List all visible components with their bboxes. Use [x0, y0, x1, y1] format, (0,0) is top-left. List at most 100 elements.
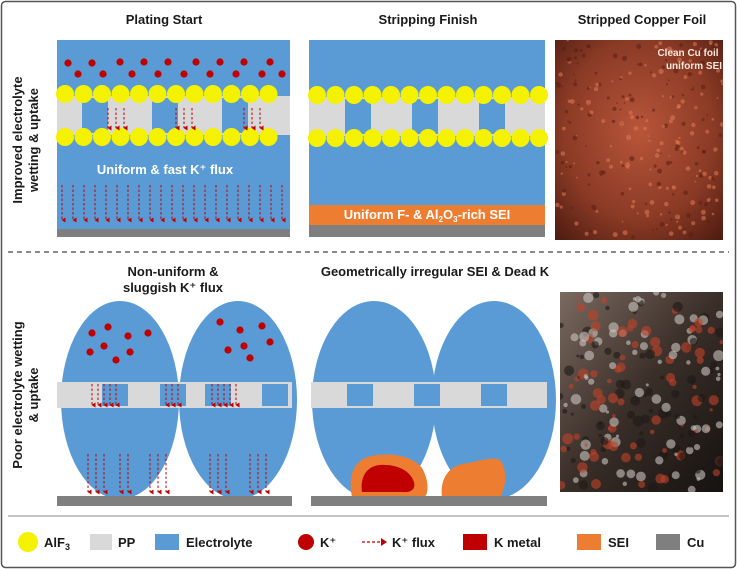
texture-blob — [701, 424, 711, 434]
texture-dot — [593, 86, 599, 92]
texture-dot — [625, 162, 631, 168]
texture-dot — [619, 160, 623, 164]
k-ion — [164, 58, 172, 66]
texture-blob — [688, 444, 692, 448]
k-ion — [88, 59, 96, 67]
texture-dot — [700, 92, 704, 96]
texture-blob — [630, 396, 641, 406]
alf3-particle — [382, 86, 400, 104]
sei-layer — [309, 205, 545, 225]
alf3-particle — [400, 129, 419, 147]
texture-dot — [565, 166, 568, 169]
texture-dot — [573, 73, 575, 76]
texture-blob — [591, 341, 599, 349]
texture-dot — [567, 120, 569, 123]
texture-dot — [560, 151, 566, 156]
texture-dot — [652, 73, 657, 78]
texture-blob — [560, 393, 564, 400]
texture-dot — [668, 211, 671, 214]
k-ion — [144, 329, 152, 337]
texture-blob — [692, 414, 698, 420]
texture-blob — [715, 366, 720, 371]
texture-blob — [634, 387, 645, 398]
texture-dot — [560, 172, 563, 175]
texture-dot — [647, 139, 651, 143]
texture-dot — [594, 71, 598, 75]
legend-k-metal-swatch — [463, 534, 487, 550]
texture-blob — [590, 448, 597, 456]
texture-dot — [568, 121, 572, 124]
texture-dot — [629, 156, 635, 162]
texture-blob — [593, 292, 600, 299]
alf3-particle — [419, 129, 437, 147]
texture-blob — [671, 342, 681, 353]
separator-pore — [347, 384, 373, 406]
alf3-particle — [130, 128, 148, 146]
texture-blob — [666, 439, 676, 449]
texture-blob — [661, 292, 667, 298]
texture-dot — [657, 168, 663, 174]
texture-dot — [555, 82, 562, 88]
texture-dot — [714, 198, 719, 202]
texture-dot — [625, 97, 629, 101]
texture-blob — [661, 402, 671, 412]
alf3-particle — [437, 129, 456, 147]
cu-collector — [57, 496, 292, 506]
texture-dot — [660, 213, 663, 216]
texture-blob — [696, 356, 704, 364]
texture-blob — [648, 408, 653, 413]
texture-dot — [580, 107, 584, 111]
texture-dot — [665, 83, 669, 86]
separator-pore — [412, 99, 438, 134]
texture-dot — [628, 71, 632, 75]
texture-dot — [671, 193, 675, 196]
texture-dot — [630, 204, 635, 209]
texture-blob — [570, 394, 582, 405]
texture-blob — [617, 398, 625, 406]
texture-blob — [690, 425, 697, 431]
texture-dot — [664, 59, 668, 62]
texture-dot — [690, 87, 693, 89]
texture-dot — [638, 62, 643, 67]
texture-dot — [676, 220, 679, 223]
texture-dot — [633, 126, 638, 131]
texture-blob — [604, 347, 612, 355]
texture-dot — [584, 231, 589, 236]
alf3-particle — [363, 86, 382, 104]
texture-blob — [679, 433, 684, 439]
texture-dot — [622, 230, 628, 236]
k-ion — [104, 323, 112, 331]
texture-dot — [674, 147, 679, 152]
texture-blob — [566, 446, 571, 451]
k-ion — [266, 58, 274, 66]
texture-blob — [651, 394, 662, 404]
alf3-particle — [111, 85, 130, 103]
texture-dot — [686, 213, 691, 218]
texture-dot — [609, 145, 613, 148]
texture-dot — [673, 68, 679, 74]
texture-dot — [649, 200, 655, 205]
texture-dot — [656, 148, 660, 153]
texture-dot — [692, 42, 698, 47]
texture-dot — [679, 43, 683, 47]
texture-dot — [561, 191, 566, 196]
texture-blob — [655, 456, 664, 465]
texture-dot — [682, 150, 687, 155]
alf3-particle — [308, 86, 326, 104]
alf3-particle — [222, 128, 241, 146]
texture-blob — [695, 326, 703, 334]
texture-dot — [718, 133, 722, 137]
texture-dot — [619, 121, 624, 126]
k-ion — [206, 70, 214, 78]
photo-label-line2: uniform SEI — [666, 61, 722, 72]
texture-dot — [695, 174, 699, 178]
texture-dot — [669, 161, 673, 164]
texture-dot — [665, 223, 668, 226]
alf3-particle — [474, 129, 493, 147]
texture-blob — [576, 297, 580, 301]
texture-dot — [647, 135, 650, 138]
texture-dot — [688, 232, 694, 238]
texture-dot — [711, 212, 715, 216]
texture-dot — [636, 44, 642, 49]
texture-blob — [694, 318, 703, 327]
